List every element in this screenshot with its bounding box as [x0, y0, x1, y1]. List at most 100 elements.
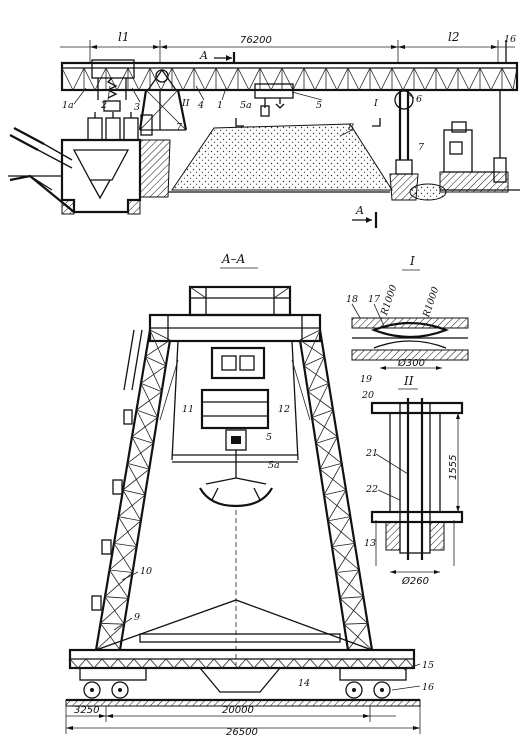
span-dimension: 76200 l1 l2	[60, 30, 515, 62]
truss-member	[149, 329, 171, 341]
callout-I: I	[373, 98, 378, 109]
left-leg	[91, 329, 172, 651]
truss-member	[325, 658, 335, 669]
detail-ii-diameter: Ø260	[401, 575, 429, 587]
truss-member	[104, 596, 129, 599]
truss-member	[303, 356, 325, 367]
truss-member	[381, 658, 391, 669]
truss-member	[281, 67, 294, 91]
callout-II: II	[181, 98, 190, 109]
truss-member	[61, 67, 74, 91]
dim-20000: 20000	[222, 705, 254, 716]
truss-member	[270, 67, 283, 91]
bogie-right	[339, 667, 407, 699]
sill-lacing	[69, 658, 415, 669]
callout-3: 3	[134, 102, 140, 113]
detail-i-radius-2: R1000	[421, 286, 441, 320]
callout-20: 20	[361, 390, 374, 401]
truss-member	[173, 658, 183, 669]
truss-member	[347, 623, 368, 651]
truss-member	[501, 67, 514, 91]
truss-member	[325, 67, 338, 91]
truss-member	[333, 658, 343, 669]
span-dim-text: 76200	[240, 35, 272, 46]
grab-bucket	[199, 450, 273, 665]
callout-1: 1	[217, 100, 223, 111]
truss-member	[245, 658, 255, 669]
truss-member	[131, 417, 158, 437]
truss-member	[391, 67, 404, 91]
truss-member	[311, 383, 330, 418]
truss-member	[157, 658, 167, 669]
truss-member	[327, 489, 347, 522]
truss-member	[512, 67, 518, 91]
right-leg-lacing	[299, 329, 373, 651]
callout-5-section: 5	[266, 432, 272, 443]
truss-member	[237, 67, 250, 91]
truss-member	[136, 391, 162, 411]
truss-member	[182, 67, 195, 91]
callout-2: 2	[100, 100, 107, 111]
section-aa-title: A–A	[221, 252, 246, 266]
callout-5a: 5a	[240, 100, 252, 111]
section-trolley	[200, 346, 270, 451]
truss-member	[307, 382, 329, 393]
truss-member	[435, 67, 448, 91]
truss-member	[424, 67, 437, 91]
callout-16-top: 16	[504, 34, 516, 45]
callout-17: 17	[368, 294, 381, 305]
truss-member	[94, 67, 107, 91]
truss-member	[307, 356, 325, 392]
truss-member	[205, 658, 215, 669]
truss-member	[347, 67, 360, 91]
truss-member	[339, 569, 360, 599]
truss-member	[127, 462, 150, 470]
detail-ii-height: 1555	[448, 455, 459, 480]
truss-member	[72, 67, 85, 91]
truss-member	[109, 569, 133, 573]
wheel-bogies	[65, 667, 421, 707]
truss-member	[140, 382, 162, 393]
truss-member	[331, 516, 351, 547]
section-mark-bottom: A	[352, 204, 378, 228]
truss-member	[113, 520, 142, 544]
truss-member	[248, 67, 261, 91]
truss-member	[397, 658, 407, 669]
truss-member	[303, 67, 316, 91]
inner-frame	[159, 340, 311, 463]
truss-member	[127, 443, 154, 464]
truss-member	[269, 658, 279, 669]
truss-member	[335, 569, 360, 573]
truss-member	[479, 67, 492, 91]
sill-beam	[68, 599, 416, 693]
truss-member	[122, 489, 146, 496]
truss-member	[261, 658, 271, 669]
truss-member	[149, 658, 159, 669]
truss-member	[104, 572, 133, 597]
truss-member	[319, 436, 338, 470]
truss-member	[369, 67, 382, 91]
truss-member	[349, 658, 359, 669]
cantilever-right-label: l2	[448, 30, 459, 44]
truss-member	[331, 542, 355, 548]
truss-member	[389, 658, 399, 669]
left-leg-lacing	[95, 329, 171, 651]
truss-member	[380, 67, 393, 91]
truss-member	[171, 67, 184, 91]
truss-member	[118, 494, 146, 517]
truss-member	[237, 658, 247, 669]
callout-21: 21	[365, 448, 378, 459]
trolley-left	[91, 59, 135, 112]
truss-member	[299, 329, 321, 341]
truss-member	[277, 658, 287, 669]
callout-16-section: 16	[422, 682, 434, 693]
callout-9: 9	[134, 612, 140, 623]
truss-member	[77, 658, 87, 669]
truss-member	[109, 546, 137, 571]
callout-5a-section: 5a	[268, 460, 280, 471]
callout-15: 15	[422, 660, 434, 671]
truss-member	[413, 67, 426, 91]
callout-8: 8	[348, 122, 354, 133]
truss-member	[145, 339, 171, 357]
section-callouts: 11 12 5 5a 10 9 14 15 16	[113, 404, 434, 693]
